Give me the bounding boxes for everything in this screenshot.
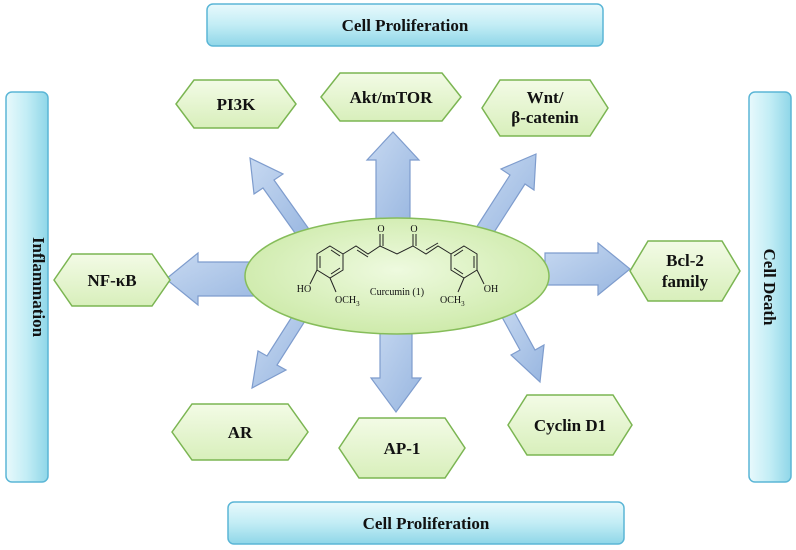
bar-top-label: Cell Proliferation [342, 16, 469, 35]
carbonyl-o-left: O [377, 224, 384, 235]
hex-wnt-label-1: Wnt/ [527, 88, 564, 107]
compound-label: Curcumin (1) [370, 287, 424, 298]
hex-nf-kb: NF-κB [53, 253, 171, 307]
carbonyl-o-right: O [410, 224, 417, 235]
hex-pi3k: PI3K [175, 79, 297, 129]
hex-ar: AR [171, 403, 309, 461]
hex-wnt-label-2: β-catenin [511, 108, 579, 127]
arrow-to-pi3k [249, 156, 312, 241]
arrows [165, 131, 631, 414]
bar-bottom-cell-proliferation: Cell Proliferation [227, 501, 625, 545]
hex-ap1: AP-1 [338, 417, 466, 479]
hex-nfkb-label: NF-κB [87, 271, 136, 290]
hex-akt-label: Akt/mTOR [350, 88, 434, 107]
hex-ap1-label: AP-1 [384, 439, 421, 458]
arrow-to-akt [365, 131, 421, 221]
arrow-to-wnt [475, 153, 537, 238]
hex-cyclin-label: Cyclin D1 [534, 416, 606, 435]
methoxy-right: OCH3 [440, 295, 465, 308]
arrow-to-bcl2 [544, 241, 631, 297]
bar-left-label: Inflammation [29, 237, 48, 338]
hex-bcl2-label-1: Bcl-2 [666, 251, 704, 270]
hydroxyl-left: HO [297, 284, 311, 295]
hex-bcl2-label-2: family [662, 272, 709, 291]
hex-wnt-beta-catenin: Wnt/ β-catenin [481, 79, 609, 137]
hex-akt-mtor: Akt/mTOR [320, 72, 462, 122]
methoxy-left: OCH3 [335, 295, 360, 308]
hydroxyl-right: OH [484, 284, 498, 295]
curcumin-structure [309, 234, 485, 293]
bar-left-inflammation: Inflammation [5, 91, 49, 483]
bar-top-cell-proliferation: Cell Proliferation [206, 3, 604, 47]
bar-right-label: Cell Death [760, 249, 779, 327]
hex-ar-label: AR [228, 423, 253, 442]
curcumin-ellipse: O O HO OH OCH3 OCH3 Curcumin (1) [244, 217, 550, 335]
bar-bottom-label: Cell Proliferation [363, 514, 490, 533]
hex-pi3k-label: PI3K [217, 95, 257, 114]
arrow-to-ap1 [369, 321, 423, 414]
arrow-to-ar [251, 311, 306, 390]
hex-bcl2-family: Bcl-2 family [629, 240, 741, 302]
hex-cyclin-d1: Cyclin D1 [507, 394, 633, 456]
arrow-to-cyclin [495, 307, 545, 384]
bar-right-cell-death: Cell Death [748, 91, 792, 483]
